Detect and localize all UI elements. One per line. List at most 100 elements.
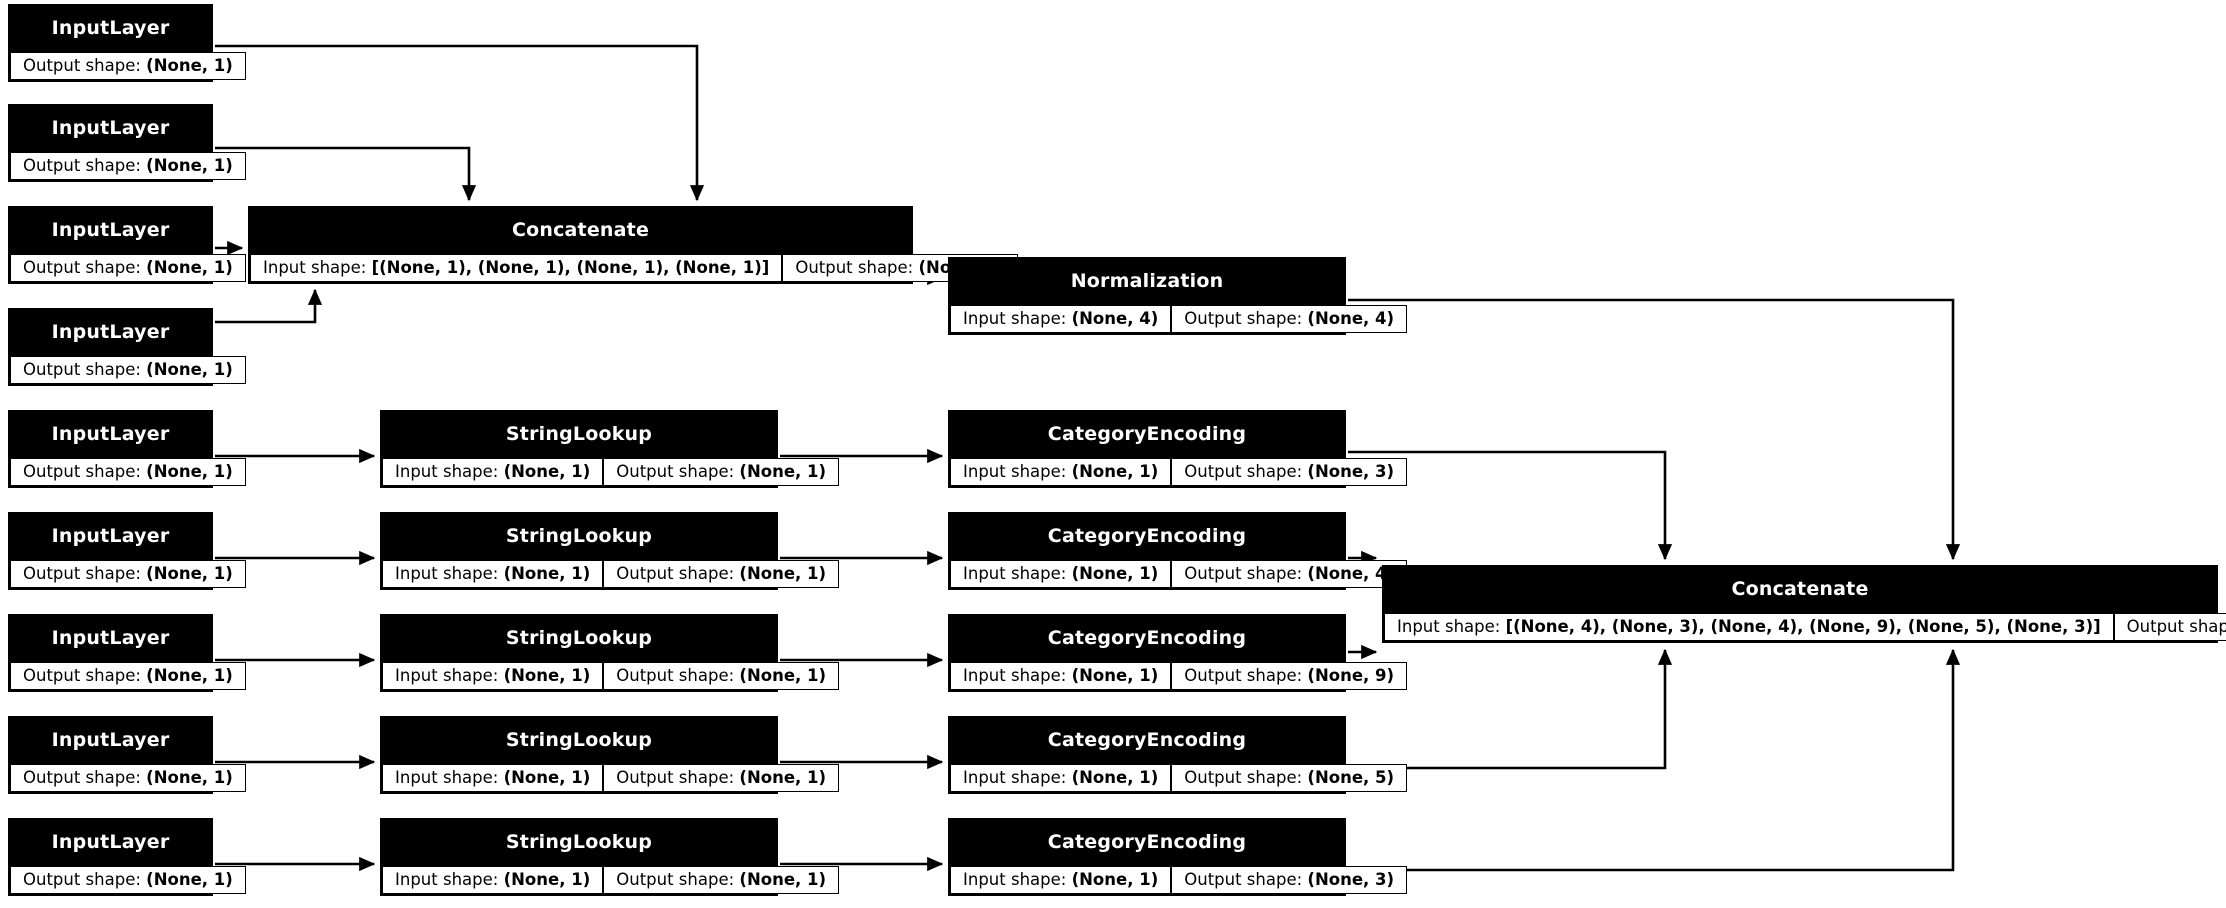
node-shapes: Input shape: (None, 1)Output shape: (Non… xyxy=(382,764,840,792)
input-shape: Input shape: (None, 4) xyxy=(950,305,1172,333)
output-shape: Output shape: (None, 3) xyxy=(1171,458,1408,486)
input-shape-label: Input shape: xyxy=(395,563,504,583)
input-shape-label: Input shape: xyxy=(1397,616,1506,636)
node-shapes: Output shape: (None, 1) xyxy=(10,764,246,792)
input-shape-label: Input shape: xyxy=(963,767,1072,787)
node-shapes: Input shape: (None, 1)Output shape: (Non… xyxy=(382,458,840,486)
node-title: StringLookup xyxy=(382,412,776,458)
output-shape-label: Output shape: xyxy=(1184,308,1308,328)
input-shape: Input shape: (None, 1) xyxy=(950,458,1172,486)
output-shape-label: Output shape: xyxy=(1184,869,1308,889)
node-title: InputLayer xyxy=(10,820,211,866)
input-shape-value: (None, 1) xyxy=(503,665,591,685)
node-shapes: Input shape: (None, 1)Output shape: (Non… xyxy=(950,866,1408,894)
input-shape: Input shape: (None, 1) xyxy=(950,866,1172,894)
node-shapes: Input shape: (None, 1)Output shape: (Non… xyxy=(950,764,1408,792)
output-shape-label: Output shape: xyxy=(23,563,147,583)
output-shape-label: Output shape: xyxy=(23,55,147,75)
output-shape-value: (None, 1) xyxy=(146,359,233,379)
output-shape-value: (None, 5) xyxy=(1307,767,1395,787)
node-title: Concatenate xyxy=(1384,567,2216,613)
node-title: CategoryEncoding xyxy=(950,718,1344,764)
node-shapes: Input shape: (None, 1)Output shape: (Non… xyxy=(382,662,840,690)
output-shape-label: Output shape: xyxy=(23,767,147,787)
input-shape: Input shape: (None, 1) xyxy=(950,662,1172,690)
output-shape-label: Output shape: xyxy=(1184,665,1308,685)
output-shape: Output shape: (None, 1) xyxy=(10,560,246,588)
node-title: InputLayer xyxy=(10,208,211,254)
node-shapes: Output shape: (None, 1) xyxy=(10,560,246,588)
input-shape-label: Input shape: xyxy=(263,257,372,277)
edge-norm_1-to-concat_2 xyxy=(1348,298,1961,561)
output-shape-value: (None, 1) xyxy=(146,869,233,889)
node-shapes: Output shape: (None, 1) xyxy=(10,458,246,486)
input-shape: Input shape: [(None, 1), (None, 1), (Non… xyxy=(250,254,783,282)
output-shape-label: Output shape: xyxy=(616,461,740,481)
output-shape-value: (None, 1) xyxy=(146,55,233,75)
node-title: StringLookup xyxy=(382,820,776,866)
output-shape: Output shape: (None, 1) xyxy=(10,254,246,282)
output-shape-value: (None, 3) xyxy=(1307,461,1395,481)
node-title: StringLookup xyxy=(382,616,776,662)
output-shape-value: (None, 1) xyxy=(146,257,233,277)
input-shape-value: (None, 1) xyxy=(1071,461,1159,481)
output-shape-label: Output shape: xyxy=(23,665,147,685)
output-shape: Output shape: (None, 3) xyxy=(1171,866,1408,894)
output-shape-label: Output shape: xyxy=(1184,461,1308,481)
output-shape-value: (None, 4) xyxy=(1307,308,1395,328)
output-shape-label: Output shape: xyxy=(23,461,147,481)
node-title: InputLayer xyxy=(10,6,211,52)
input-shape-label: Input shape: xyxy=(963,665,1072,685)
output-shape-label: Output shape: xyxy=(23,869,147,889)
edge-input_4-to-concat_1 xyxy=(215,288,323,324)
node-shapes: Input shape: (None, 1)Output shape: (Non… xyxy=(382,560,840,588)
input-shape-label: Input shape: xyxy=(395,869,504,889)
input-shape: Input shape: (None, 1) xyxy=(382,560,604,588)
output-shape-label: Output shape: xyxy=(616,869,740,889)
output-shape: Output shape: (None, 1) xyxy=(10,764,246,792)
node-title: Concatenate xyxy=(250,208,911,254)
output-shape: Output shape: (None, 1) xyxy=(603,560,840,588)
node-shapes: Output shape: (None, 1) xyxy=(10,254,246,282)
input-shape-value: (None, 1) xyxy=(503,767,591,787)
edge-catenc_5-to-concat_2 xyxy=(1348,648,1961,872)
output-shape: Output shape: (None, 1) xyxy=(10,866,246,894)
output-shape-value: (None, 1) xyxy=(739,869,827,889)
output-shape-value: (None, 9) xyxy=(1307,665,1395,685)
output-shape-value: (None, 1) xyxy=(739,461,827,481)
input-shape: Input shape: [(None, 4), (None, 3), (Non… xyxy=(1384,613,2114,641)
node-shapes: Input shape: [(None, 1), (None, 1), (Non… xyxy=(250,254,1019,282)
output-shape-label: Output shape: xyxy=(23,257,147,277)
output-shape-label: Output shape: xyxy=(23,155,147,175)
node-shapes: Output shape: (None, 1) xyxy=(10,356,246,384)
output-shape-value: (None, 3) xyxy=(1307,869,1395,889)
output-shape: Output shape: (None, 1) xyxy=(603,662,840,690)
input-shape: Input shape: (None, 1) xyxy=(382,662,604,690)
output-shape: Output shape: (None, 1) xyxy=(603,764,840,792)
input-shape: Input shape: (None, 1) xyxy=(950,764,1172,792)
node-shapes: Output shape: (None, 1) xyxy=(10,662,246,690)
input-shape-value: (None, 1) xyxy=(503,869,591,889)
input-shape-label: Input shape: xyxy=(963,563,1072,583)
node-title: CategoryEncoding xyxy=(950,616,1344,662)
node-shapes: Input shape: [(None, 4), (None, 3), (Non… xyxy=(1384,613,2226,641)
node-shapes: Input shape: (None, 1)Output shape: (Non… xyxy=(950,458,1408,486)
output-shape-value: (None, 1) xyxy=(146,665,233,685)
output-shape: Output shape: (None, 1) xyxy=(10,458,246,486)
output-shape-value: (None, 1) xyxy=(739,767,827,787)
node-title: InputLayer xyxy=(10,514,211,560)
output-shape-label: Output shape: xyxy=(616,767,740,787)
node-title: InputLayer xyxy=(10,718,211,764)
